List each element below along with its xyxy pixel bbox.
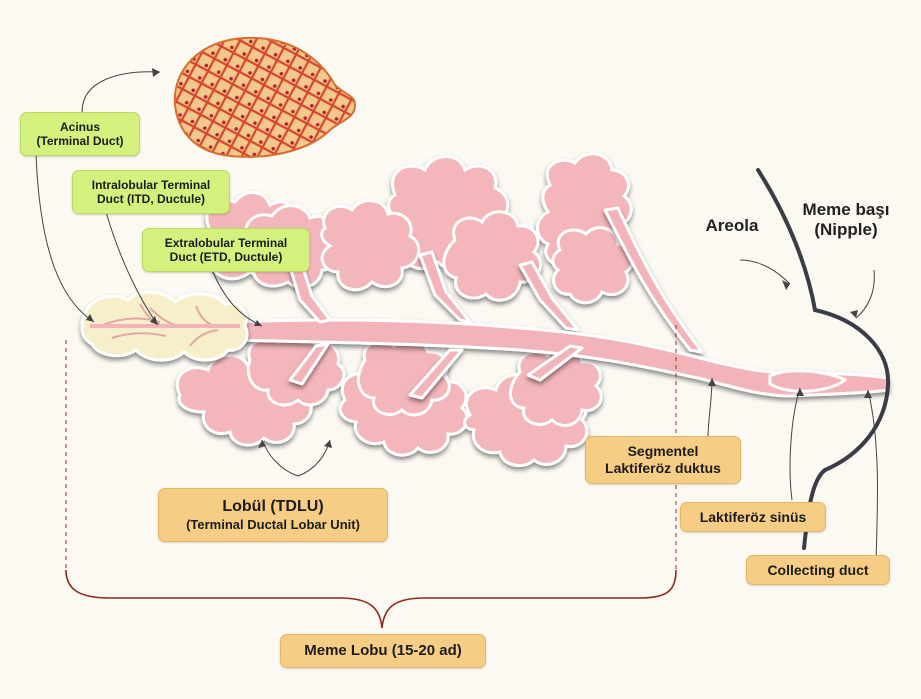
segmental-duct-line1: Segmentel [628,443,699,460]
itd-label-line2: Duct (ITD, Ductule) [97,192,205,206]
itd-label-line1: Intralobular Terminal [92,178,210,192]
leader-segmental [708,378,712,438]
lobule-label-line1: Lobül (TDLU) [222,498,323,517]
lobule-upper-5 [444,212,541,300]
lobule-label-line2: (Terminal Ductal Lobar Unit) [186,517,360,532]
collecting-duct-label: Collecting duct [746,555,890,585]
lobe-label: Meme Lobu (15-20 ad) [280,634,486,668]
leader-acinus-to-zoom [82,72,160,112]
nipple-label: Meme başı (Nipple) [790,200,902,241]
nipple-label-line2: (Nipple) [790,220,902,240]
terminal-acini-cluster [82,292,247,360]
leader-sinus [790,388,800,500]
leader-lobule-left [262,440,298,476]
itd-label: Intralobular Terminal Duct (ITD, Ductule… [72,170,230,214]
leader-collecting [868,390,878,560]
leader-nipple [856,270,874,318]
areola-label: Areola [692,216,772,236]
lobe-brace [66,570,676,628]
acinus-label-line1: Acinus [60,120,100,134]
etd-label-line1: Extralobular Terminal [165,236,287,250]
nipple-label-line1: Meme başı [790,200,902,220]
etd-label: Extralobular Terminal Duct (ETD, Ductule… [142,228,310,272]
lactiferous-sinus-label: Laktiferöz sinüs [680,502,826,532]
segmental-duct-label: Segmentel Laktiferöz duktus [585,436,741,484]
acinus-zoom-illustration [175,38,355,157]
lobule-label: Lobül (TDLU) (Terminal Ductal Lobar Unit… [158,488,388,542]
etd-label-line2: Duct (ETD, Ductule) [170,250,283,264]
acinus-label: Acinus (Terminal Duct) [20,112,140,156]
segmental-duct-line2: Laktiferöz duktus [605,460,721,477]
acinus-label-line2: (Terminal Duct) [36,134,123,148]
